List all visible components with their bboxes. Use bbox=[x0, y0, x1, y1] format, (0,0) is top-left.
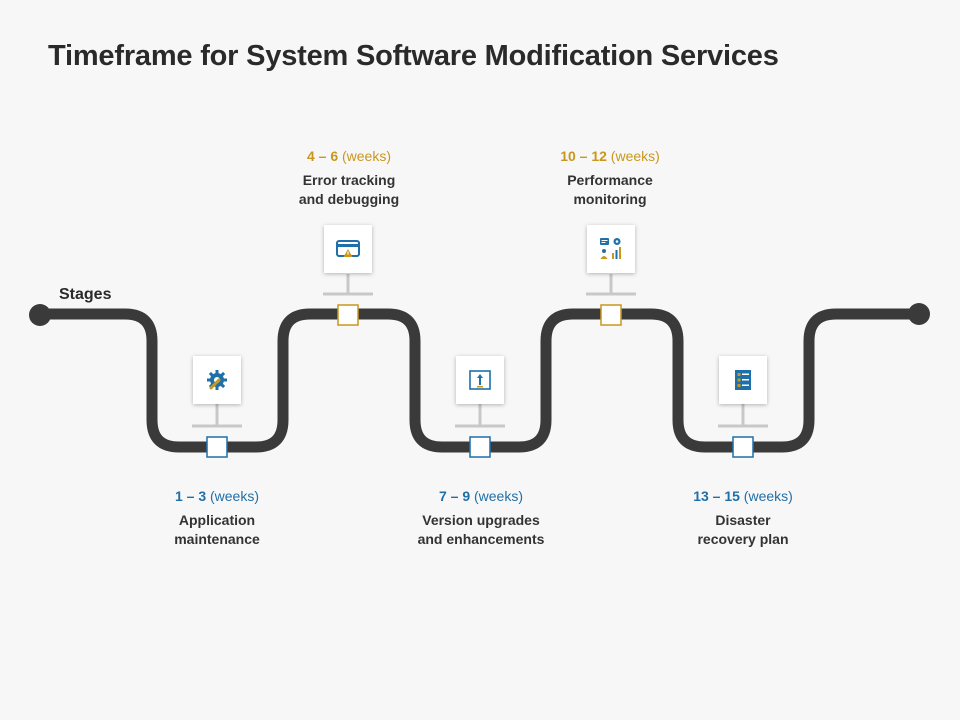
stage-marker-2 bbox=[337, 304, 359, 326]
stage-3-unit: (weeks) bbox=[474, 488, 524, 504]
stage-marker-3 bbox=[469, 436, 491, 458]
stage-3-text: 7 – 9 (weeks) Version upgrades and enhan… bbox=[391, 487, 571, 549]
card-connectors bbox=[192, 274, 768, 428]
page-title: Timeframe for System Software Modificati… bbox=[48, 40, 779, 72]
stage-1-label-line1: Application bbox=[178, 512, 256, 528]
stage-4-unit: (weeks) bbox=[610, 148, 660, 164]
stage-4-range: 10 – 12 bbox=[560, 148, 607, 164]
stage-4-text: 10 – 12 (weeks) Performance monitoring bbox=[520, 147, 700, 209]
stage-marker-5 bbox=[732, 436, 754, 458]
track-end-dot bbox=[908, 303, 930, 325]
stage-1-range: 1 – 3 bbox=[174, 488, 207, 504]
stage-marker-1 bbox=[206, 436, 228, 458]
stage-2-weeks: 4 – 6 (weeks) bbox=[259, 147, 439, 166]
stage-5-label-line1: Disaster bbox=[715, 512, 771, 528]
stage-2-text: 4 – 6 (weeks) Error tracking and debuggi… bbox=[259, 147, 439, 209]
stage-1-icon-card bbox=[193, 356, 241, 404]
stage-4-icon-card bbox=[587, 225, 635, 273]
stage-4-label-line2: monitoring bbox=[573, 191, 647, 207]
stage-2-icon-card bbox=[324, 225, 372, 273]
stage-4-label-line1: Performance bbox=[567, 172, 653, 188]
stage-3-range: 7 – 9 bbox=[438, 488, 471, 504]
stage-2-label-line1: Error tracking bbox=[302, 172, 396, 188]
track-label: Stages bbox=[59, 286, 112, 303]
stage-3-weeks: 7 – 9 (weeks) bbox=[391, 487, 571, 506]
stage-5-unit: (weeks) bbox=[743, 488, 793, 504]
stage-1-text: 1 – 3 (weeks) Application maintenance bbox=[127, 487, 307, 549]
track-start-dot bbox=[29, 304, 51, 326]
stage-5-weeks: 13 – 15 (weeks) bbox=[653, 487, 833, 506]
stage-2-unit: (weeks) bbox=[342, 148, 392, 164]
stage-5-range: 13 – 15 bbox=[693, 488, 740, 504]
stage-1-unit: (weeks) bbox=[210, 488, 260, 504]
recovery-checklist-icon bbox=[735, 370, 751, 390]
warning-card-icon bbox=[336, 240, 360, 257]
stage-1-label-line2: maintenance bbox=[174, 531, 260, 547]
stage-4-weeks: 10 – 12 (weeks) bbox=[520, 147, 700, 166]
stage-5-label-line2: recovery plan bbox=[697, 531, 789, 547]
stage-2-label-line2: and debugging bbox=[298, 191, 400, 207]
stage-1-weeks: 1 – 3 (weeks) bbox=[127, 487, 307, 506]
stage-marker-4 bbox=[600, 304, 622, 326]
stage-3-label-line1: Version upgrades bbox=[422, 512, 540, 528]
stage-2-range: 4 – 6 bbox=[306, 148, 339, 164]
gear-wrench-icon bbox=[207, 370, 227, 390]
upgrade-arrow-icon bbox=[469, 370, 491, 390]
stage-5-text: 13 – 15 (weeks) Disaster recovery plan bbox=[653, 487, 833, 549]
stage-3-icon-card bbox=[456, 356, 504, 404]
performance-dashboard-icon bbox=[600, 238, 621, 259]
stage-5-icon-card bbox=[719, 356, 767, 404]
stage-3-label-line2: and enhancements bbox=[417, 531, 545, 547]
